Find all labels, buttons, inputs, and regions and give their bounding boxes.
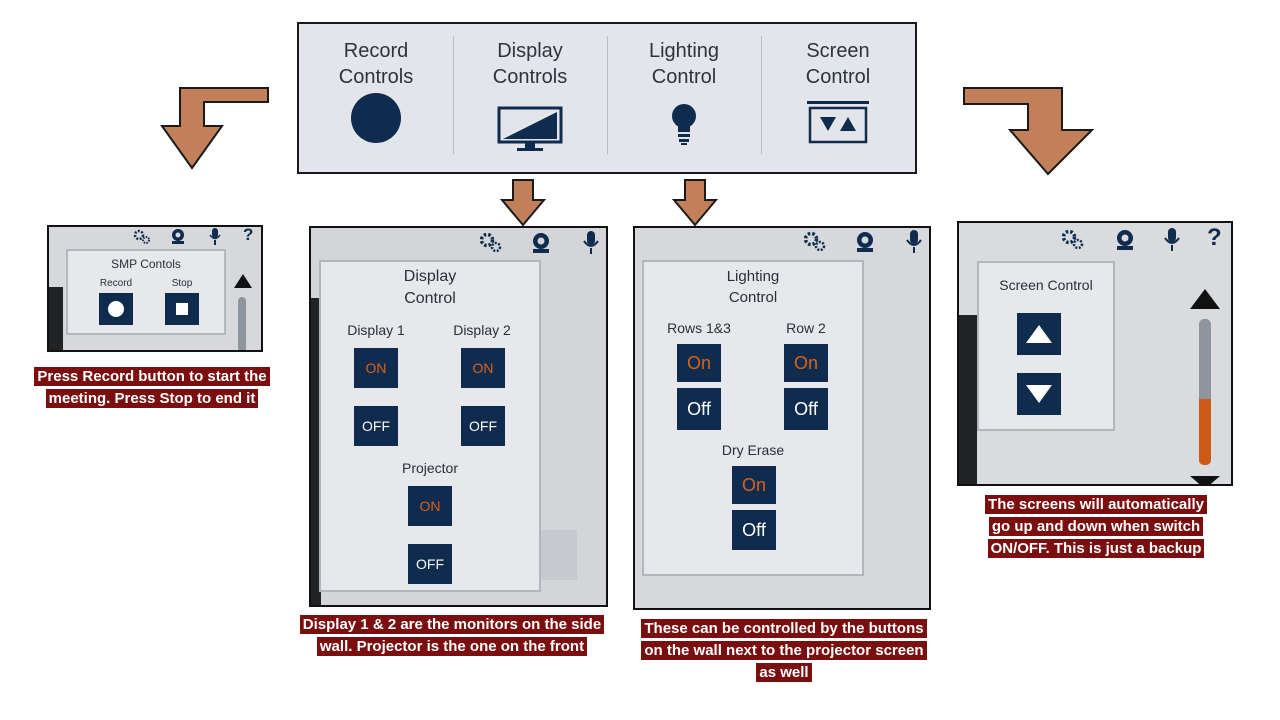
- record-label: Record: [99, 278, 133, 289]
- screen-caption: The screens will automatically go up and…: [976, 494, 1216, 560]
- lighting-caption: These can be controlled by the buttons o…: [640, 618, 928, 684]
- display-control-panel: Display Control Display 1 Display 2 ON O…: [309, 226, 608, 607]
- screen-control-panel: ? Screen Control: [957, 221, 1233, 486]
- dark-edge: [959, 315, 977, 484]
- dark-edge: [49, 287, 63, 350]
- display2-label: Display 2: [453, 322, 511, 338]
- menu-label-line2: Control: [805, 66, 871, 88]
- camera-icon[interactable]: [853, 230, 877, 254]
- camera-icon[interactable]: [529, 231, 553, 255]
- lighting-control-panel: Lighting Control Rows 1&3 Row 2 On On Of…: [633, 226, 931, 610]
- display1-on-button[interactable]: ON: [354, 348, 398, 388]
- camera-icon[interactable]: [1113, 228, 1137, 252]
- stop-label: Stop: [171, 278, 193, 289]
- display-control-popup: Display Control Display 1 Display 2 ON O…: [319, 260, 541, 592]
- triangle-down-icon: [1026, 385, 1052, 403]
- smp-controls-popup: SMP Contols Record Stop: [66, 249, 226, 335]
- menu-label-line2: Control: [651, 66, 717, 88]
- dry-erase-off-button[interactable]: Off: [732, 510, 776, 550]
- gear-icon[interactable]: [479, 232, 503, 254]
- record-button[interactable]: [99, 293, 133, 325]
- menu-record-controls[interactable]: Record Controls: [299, 24, 453, 172]
- microphone-icon[interactable]: [906, 230, 922, 254]
- screen-control-title: Screen Control: [999, 277, 1093, 293]
- projector-off-button[interactable]: OFF: [408, 544, 452, 584]
- scrollbar-track[interactable]: [238, 297, 246, 350]
- menu-label-line1: Record: [343, 40, 409, 62]
- microphone-icon[interactable]: [583, 231, 599, 255]
- volume-down-icon[interactable]: [1189, 475, 1221, 486]
- menu-label-line1: Lighting: [648, 40, 720, 62]
- dry-erase-label: Dry Erase: [721, 442, 785, 458]
- record-caption: Press Record button to start the meeting…: [24, 366, 280, 410]
- main-menu-bar: Record Controls Display Controls Lightin…: [297, 22, 917, 174]
- microphone-icon[interactable]: [1164, 228, 1180, 252]
- record-circle-icon: [351, 93, 401, 143]
- lighting-caption-text: These can be controlled by the buttons o…: [641, 619, 927, 682]
- smp-title: SMP Contols: [111, 257, 181, 271]
- screen-down-button[interactable]: [1017, 373, 1061, 415]
- record-dot-icon: [108, 301, 124, 317]
- camera-icon[interactable]: [169, 228, 187, 245]
- menu-lighting-control[interactable]: Lighting Control: [607, 24, 761, 172]
- display-caption-text: Display 1 & 2 are the monitors on the si…: [299, 615, 605, 656]
- display1-off-button[interactable]: OFF: [354, 406, 398, 446]
- arrow-down-lighting-icon: [672, 179, 718, 227]
- gear-icon[interactable]: [803, 231, 827, 253]
- screen-control-popup: Screen Control: [977, 261, 1115, 431]
- menu-label-line2: Controls: [338, 66, 414, 88]
- screen-up-button[interactable]: [1017, 313, 1061, 355]
- projector-on-button[interactable]: ON: [408, 486, 452, 526]
- lighting-title-line1: Lighting: [726, 268, 780, 285]
- display-caption: Display 1 & 2 are the monitors on the si…: [292, 614, 612, 658]
- arrow-down-display-icon: [500, 179, 546, 227]
- triangle-up-icon: [1026, 325, 1052, 343]
- rows13-on-button[interactable]: On: [677, 344, 721, 382]
- screen-caption-text: The screens will automatically go up and…: [985, 495, 1207, 558]
- row2-label: Row 2: [786, 320, 826, 336]
- menu-label-line1: Screen: [806, 40, 870, 62]
- lightbulb-icon: [672, 104, 696, 145]
- projector-label: Projector: [401, 460, 459, 476]
- arrow-left-down-icon: [160, 87, 269, 170]
- menu-label-line1: Display: [497, 40, 563, 62]
- scroll-up-icon[interactable]: [233, 273, 253, 289]
- background-tile: [537, 530, 577, 580]
- help-icon[interactable]: ?: [1207, 224, 1222, 251]
- row2-off-button[interactable]: Off: [784, 388, 828, 430]
- help-icon[interactable]: ?: [243, 225, 254, 244]
- lighting-control-popup: Lighting Control Rows 1&3 Row 2 On On Of…: [642, 260, 864, 576]
- dry-erase-on-button[interactable]: On: [732, 466, 776, 504]
- gear-icon[interactable]: [1061, 229, 1085, 251]
- volume-track[interactable]: [1199, 319, 1211, 465]
- arrow-right-down-icon: [963, 87, 1095, 176]
- microphone-icon[interactable]: [209, 228, 221, 245]
- stop-button[interactable]: [165, 293, 199, 325]
- display2-off-button[interactable]: OFF: [461, 406, 505, 446]
- menu-screen-control[interactable]: Screen Control: [761, 24, 915, 172]
- dark-edge: [311, 298, 321, 605]
- rows13-off-button[interactable]: Off: [677, 388, 721, 430]
- volume-fill: [1199, 399, 1211, 465]
- record-caption-text: Press Record button to start the meeting…: [34, 367, 270, 408]
- volume-up-icon[interactable]: [1189, 287, 1221, 311]
- record-controls-panel: ? SMP Contols Record Stop: [47, 225, 263, 352]
- display2-on-button[interactable]: ON: [461, 348, 505, 388]
- row2-on-button[interactable]: On: [784, 344, 828, 382]
- menu-label-line2: Controls: [492, 66, 568, 88]
- lighting-title-line2: Control: [728, 289, 778, 306]
- display1-label: Display 1: [347, 322, 405, 338]
- gear-icon[interactable]: [133, 229, 151, 245]
- display-title-line1: Display: [403, 268, 457, 285]
- rows13-label: Rows 1&3: [667, 320, 731, 336]
- stop-square-icon: [176, 303, 188, 315]
- monitor-icon: [497, 106, 563, 151]
- screen-up-down-icon: [807, 101, 869, 144]
- menu-display-controls[interactable]: Display Controls: [453, 24, 607, 172]
- display-title-line2: Control: [404, 290, 456, 307]
